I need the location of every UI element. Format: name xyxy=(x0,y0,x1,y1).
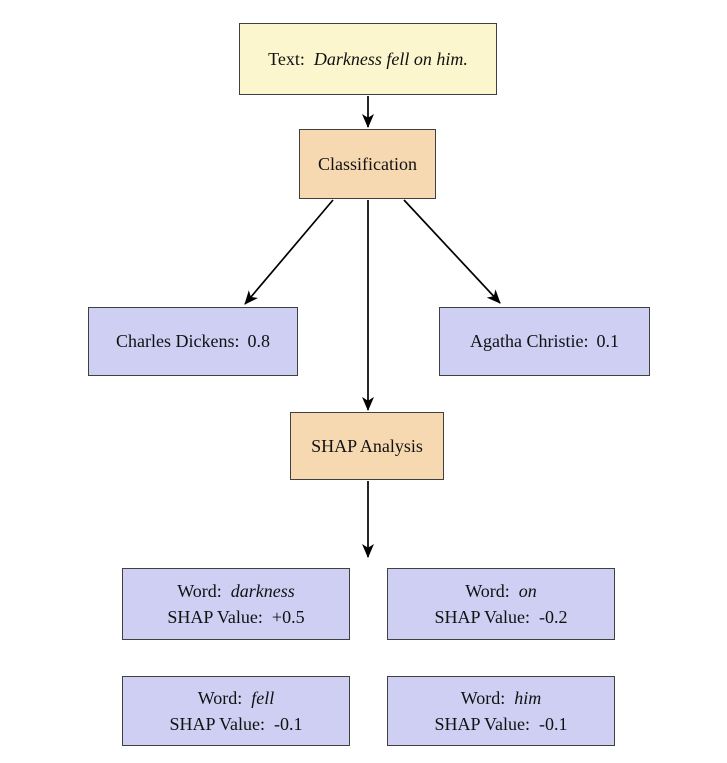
shap-value-line: SHAP Value: -0.1 xyxy=(169,711,302,737)
input-sentence-text: Darkness fell on him. xyxy=(313,48,468,69)
text-input-node: Text: Darkness fell on him. xyxy=(239,23,497,95)
text-input-line: Text: Darkness fell on him. xyxy=(268,46,468,72)
edge-classification-to-christie xyxy=(403,199,501,304)
dickens-result-node: Charles Dickens: 0.8 xyxy=(88,307,298,376)
shap-value-label: SHAP Value: xyxy=(167,607,263,627)
christie-label: Agatha Christie: xyxy=(470,331,589,352)
dickens-line: Charles Dickens: 0.8 xyxy=(116,328,270,354)
christie-result-node: Agatha Christie: 0.1 xyxy=(439,307,650,376)
shap-value-label: SHAP Value: xyxy=(434,607,530,627)
word-text: darkness xyxy=(230,580,295,601)
shap-value-line: SHAP Value: -0.2 xyxy=(434,604,567,630)
word-prefix-label: Word: xyxy=(460,687,506,708)
word-line: Word: on xyxy=(465,578,537,604)
word-node-him: Word: him SHAP Value: -0.1 xyxy=(387,676,615,746)
edge-classification-to-dickens xyxy=(244,199,334,305)
word-text: fell xyxy=(251,687,275,708)
word-line: Word: him xyxy=(461,685,542,711)
shap-analysis-node: SHAP Analysis xyxy=(290,412,444,480)
word-node-fell: Word: fell SHAP Value: -0.1 xyxy=(122,676,350,746)
dickens-score: 0.8 xyxy=(247,331,270,352)
word-line: Word: darkness xyxy=(177,578,295,604)
word-text: on xyxy=(518,580,537,601)
classification-label: Classification xyxy=(318,153,417,174)
shap-value: -0.2 xyxy=(539,607,568,627)
word-prefix-label: Word: xyxy=(197,687,243,708)
word-line: Word: fell xyxy=(198,685,275,711)
dickens-label: Charles Dickens: xyxy=(116,331,240,352)
word-prefix-label: Word: xyxy=(177,580,222,601)
christie-line: Agatha Christie: 0.1 xyxy=(470,328,619,354)
shap-value: -0.1 xyxy=(539,714,568,734)
shap-analysis-label: SHAP Analysis xyxy=(311,435,423,456)
word-node-darkness: Word: darkness SHAP Value: +0.5 xyxy=(122,568,350,640)
shap-value-line: SHAP Value: +0.5 xyxy=(167,604,304,630)
word-prefix-label: Word: xyxy=(465,580,510,601)
shap-value-line: SHAP Value: -0.1 xyxy=(434,711,567,737)
shap-value-label: SHAP Value: xyxy=(169,714,265,734)
word-node-on: Word: on SHAP Value: -0.2 xyxy=(387,568,615,640)
shap-value: +0.5 xyxy=(271,607,305,627)
christie-score: 0.1 xyxy=(596,331,619,352)
word-text: him xyxy=(514,687,542,708)
text-prefix-label: Text: xyxy=(268,48,305,69)
shap-value: -0.1 xyxy=(274,714,303,734)
classification-node: Classification xyxy=(299,129,436,199)
shap-value-label: SHAP Value: xyxy=(434,714,530,734)
